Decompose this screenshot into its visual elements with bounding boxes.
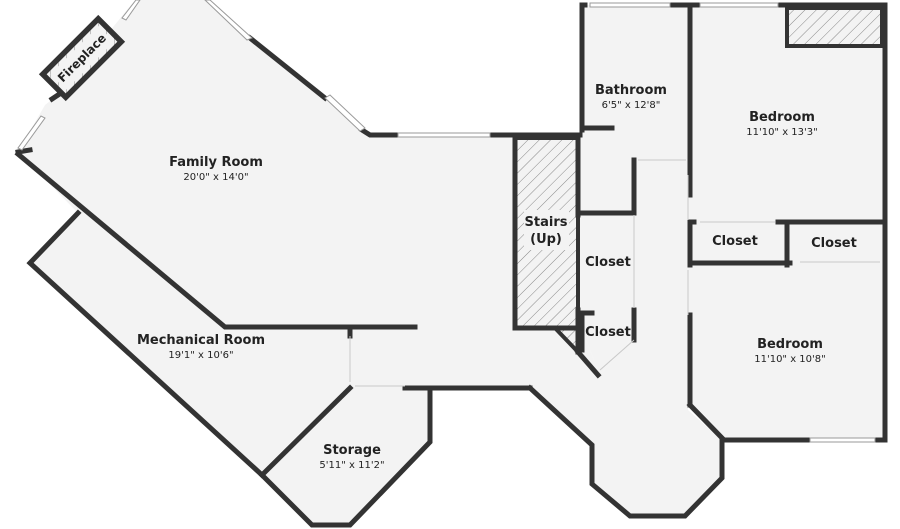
doors (349, 159, 880, 387)
bedroom-2-name: Bedroom (757, 337, 823, 352)
bathroom-name: Bathroom (595, 83, 667, 98)
window (324, 94, 366, 132)
family-room-dims: 20'0" x 14'0" (183, 172, 248, 183)
hearth-hatch (785, 6, 884, 48)
storage-name: Storage (323, 443, 381, 458)
mechanical-room-dims: 19'1" x 10'6" (168, 350, 233, 361)
window (809, 437, 876, 443)
closet-1-name: Closet (585, 255, 631, 270)
stairs-label-bg (524, 210, 569, 250)
family-room-floor (18, 0, 722, 525)
fireplace: Fireplace (38, 14, 126, 102)
window (17, 115, 46, 151)
closet-2-name: Closet (585, 325, 631, 340)
window (589, 2, 671, 8)
bedroom-2-dims: 11'10" x 10'8" (754, 354, 826, 365)
window (204, 0, 253, 41)
mechanical-room-name: Mechanical Room (137, 333, 265, 348)
closet-4-name: Closet (811, 236, 857, 251)
stairs-name: Stairs (525, 215, 568, 230)
window (699, 2, 779, 8)
windows (17, 0, 876, 443)
walls (14, 2, 888, 528)
bathroom-dims: 6'5" x 12'8" (602, 100, 661, 111)
window (397, 132, 491, 138)
window (121, 0, 141, 21)
closet-3-name: Closet (712, 234, 758, 249)
room-labels: Family Room 20'0" x 14'0" Mechanical Roo… (137, 83, 857, 471)
bedroom-1-name: Bedroom (749, 110, 815, 125)
family-room-name: Family Room (169, 155, 263, 170)
storage-dims: 5'11" x 11'2" (319, 460, 384, 471)
stairs-note: (Up) (530, 232, 562, 247)
bedroom-1-dims: 11'10" x 13'3" (746, 127, 818, 138)
